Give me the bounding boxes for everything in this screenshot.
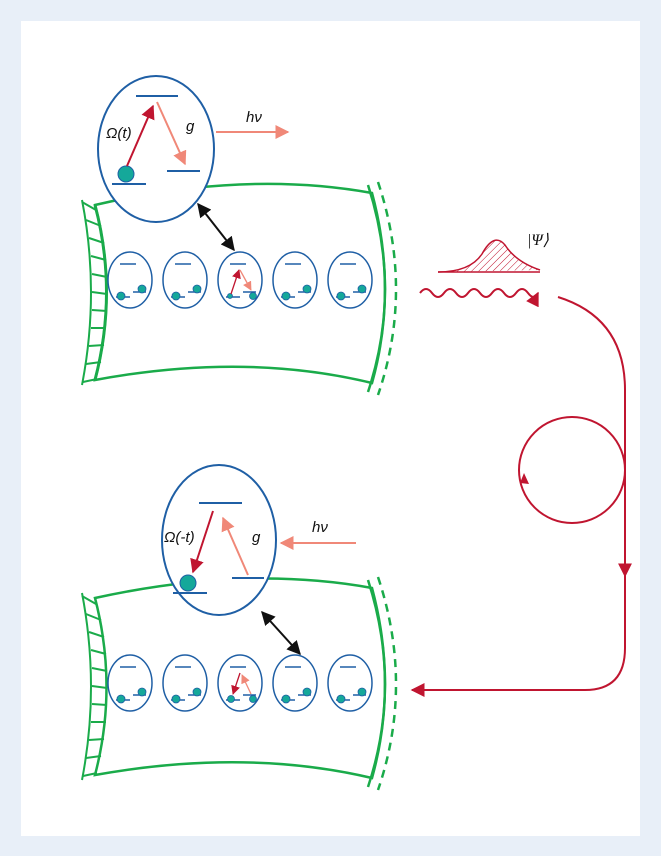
top-right-mirror-dashed — [376, 181, 398, 396]
photon-wave — [419, 288, 539, 308]
top-rabi-label: Ω(t) — [106, 125, 132, 142]
bottom-zoom-link-arrow — [261, 610, 301, 656]
top-zoom-link-arrow — [197, 202, 235, 252]
top-drive-arrow — [126, 104, 155, 167]
bottom-atom-ground-population — [179, 574, 197, 592]
top-atom-1 — [107, 251, 153, 309]
top-atom-5 — [327, 251, 373, 309]
bottom-zoomed-atom: Ω(-t) g — [161, 464, 277, 616]
bottom-atom-array — [107, 654, 373, 712]
top-emission-arrow — [156, 101, 187, 166]
bottom-atom-5 — [327, 654, 373, 712]
top-coupling-label: g — [186, 118, 195, 135]
bottom-atom-4 — [272, 654, 318, 712]
top-atom-3-active — [217, 251, 263, 309]
photon-channel: |Ψ⟩ — [410, 232, 632, 697]
bottom-right-mirror-dashed — [376, 576, 398, 791]
bottom-rabi-label: Ω(-t) — [164, 529, 195, 546]
top-mirror-hatching — [81, 201, 108, 383]
top-photon-label: hν — [246, 109, 262, 126]
bottom-absorption-arrow — [221, 516, 249, 576]
state-label: |Ψ⟩ — [527, 232, 550, 249]
top-atom-4 — [272, 251, 318, 309]
bottom-mirror-hatching — [81, 595, 108, 777]
top-atom-ground-population — [117, 165, 135, 183]
top-right-mirror — [366, 184, 387, 393]
top-left-mirror-back — [81, 199, 92, 386]
bottom-atom-3-active — [217, 654, 263, 712]
bottom-atom-2 — [162, 654, 208, 712]
bottom-drive-arrow — [190, 510, 214, 574]
fiber-to-bottom — [410, 576, 626, 697]
bottom-node: Ω(-t) g hν — [81, 464, 398, 791]
top-zoomed-atom: Ω(t) g — [97, 75, 215, 223]
fiber-loop — [518, 416, 626, 524]
bottom-coupling-label: g — [252, 529, 261, 546]
bottom-photon-label: hν — [312, 519, 328, 536]
bottom-atom-1 — [107, 654, 153, 712]
bottom-right-mirror — [366, 579, 387, 788]
photon-wavepacket — [437, 239, 541, 273]
top-atom-array — [107, 251, 373, 309]
top-node: Ω(t) g hν — [81, 75, 398, 396]
optical-fiber — [557, 296, 632, 578]
fiber-loop-arrow — [520, 473, 529, 484]
top-atom-2 — [162, 251, 208, 309]
bottom-left-mirror-back — [81, 592, 92, 781]
